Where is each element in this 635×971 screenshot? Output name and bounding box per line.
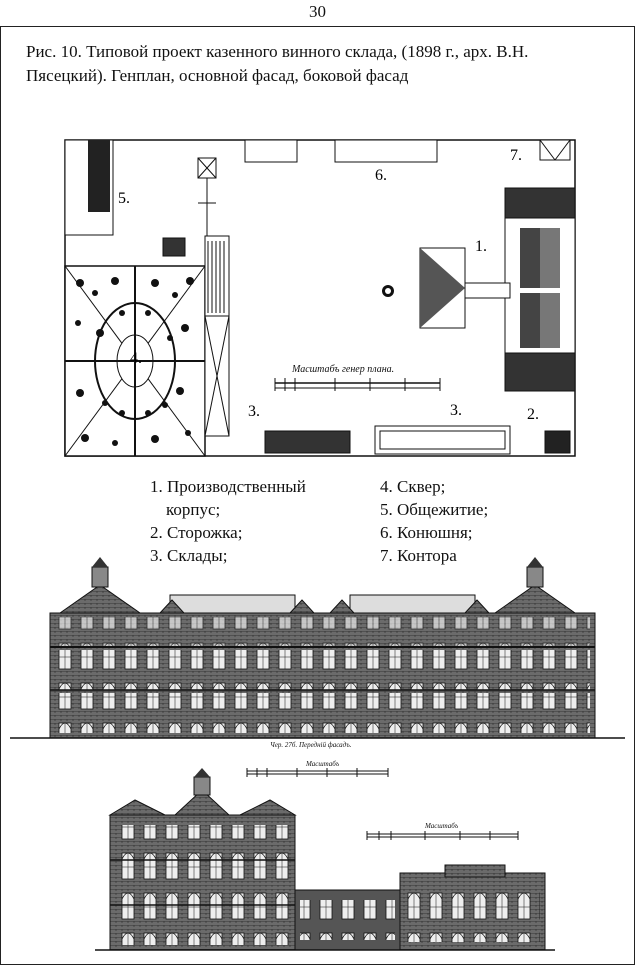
main-facade-drawing bbox=[10, 557, 625, 739]
legend-item: 4. Сквер; bbox=[380, 477, 446, 496]
plan-gate-post bbox=[197, 157, 217, 243]
legend-right-column: 4. Сквер; 5. Общежитие; 6. Конюшня; 7. К… bbox=[380, 475, 600, 567]
legend-item-continued: корпус; bbox=[166, 500, 221, 519]
facade-scale-label: Масштабъ bbox=[306, 760, 340, 768]
legend-item: 1. Производственный bbox=[150, 477, 306, 496]
plan-scale-label: Масштабъ генер плана. bbox=[292, 364, 395, 375]
plan-office: 7. bbox=[510, 139, 571, 164]
plan-label-7: 7. bbox=[510, 147, 522, 164]
plan-label-3b: 3. bbox=[450, 402, 462, 419]
top-rule bbox=[0, 26, 635, 27]
page-number: 30 bbox=[309, 2, 326, 21]
plan-label-2: 2. bbox=[527, 406, 539, 423]
plan-garden-square: 4. bbox=[64, 265, 206, 457]
figure-caption: Рис. 10. Типовой проект казенного винног… bbox=[26, 42, 529, 85]
plan-label-4: 4. bbox=[130, 350, 142, 367]
plan-building-dormitory bbox=[64, 139, 114, 236]
legend-item: 6. Конюшня; bbox=[380, 523, 473, 542]
plan-scale-bar bbox=[274, 378, 441, 391]
plan-label-6: 6. bbox=[375, 167, 387, 184]
plan-label-1: 1. bbox=[475, 238, 487, 255]
plan-warehouse-left bbox=[204, 235, 230, 437]
legend-item: 5. Общежитие; bbox=[380, 500, 489, 519]
legend-left-column: 1. Производственный корпус; 2. Сторожка;… bbox=[150, 475, 370, 567]
facade-scale-bar bbox=[246, 768, 389, 777]
side-facade-scale-label: Масштабъ bbox=[425, 822, 459, 830]
plan-guardhouse: 2. bbox=[527, 406, 571, 454]
plan-label-3a: 3. bbox=[248, 403, 260, 420]
legend-item: 2. Сторожка; bbox=[150, 523, 243, 542]
legend-item: 7. Контора bbox=[380, 546, 457, 565]
plan-warehouse-bottom: 3. bbox=[264, 402, 511, 455]
plan-production-building: 1. bbox=[382, 187, 576, 392]
plan-label-5: 5. bbox=[118, 190, 130, 207]
facade-sheet-caption: Чер. 27б. Передній фасадъ. bbox=[270, 741, 352, 749]
side-facade-drawing bbox=[95, 768, 555, 951]
site-plan: 4. 6. 7. 1. bbox=[64, 139, 576, 457]
legend-item: 3. Склады; bbox=[150, 546, 228, 565]
side-facade-scale-bar bbox=[366, 831, 519, 840]
